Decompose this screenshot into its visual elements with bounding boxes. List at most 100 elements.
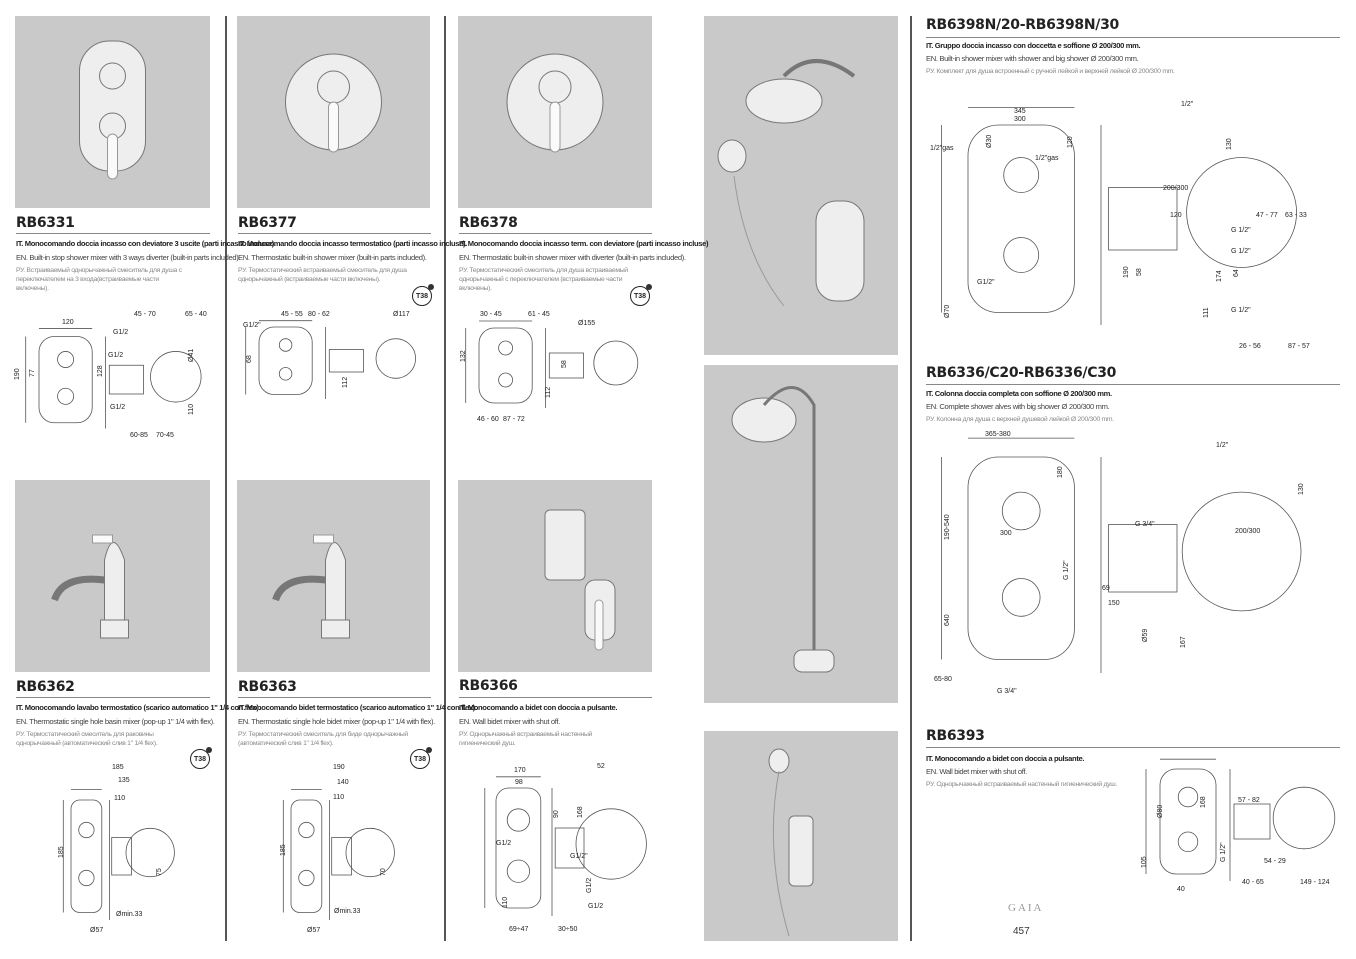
product-photo	[704, 365, 898, 703]
dimension-label: 75	[156, 868, 163, 876]
product-code: RB6362	[16, 679, 75, 695]
technical-drawing	[25, 328, 202, 429]
product-photo	[704, 731, 898, 941]
dimension-label: 45 - 70	[134, 311, 156, 318]
dimension-label: 190	[1123, 266, 1130, 278]
dimension-label: 1/2"	[1181, 101, 1194, 108]
dimension-label: 110	[114, 795, 126, 802]
dimension-label: 120	[1067, 136, 1074, 148]
dimension-label: 112	[545, 386, 552, 398]
technical-drawing	[62, 789, 175, 920]
description-it: IT. Monocomando a bidet con doccia a pul…	[459, 703, 618, 712]
dimension-label: 190	[333, 764, 345, 771]
product-code: RB6363	[238, 679, 297, 695]
title-rule	[926, 384, 1340, 385]
description-ru: РУ. Термостатический встраиваемый смесит…	[238, 267, 407, 283]
thermostatic-badge: T38	[190, 747, 212, 769]
dimension-label: 70-45	[156, 432, 174, 439]
dimension-label: Ø155	[578, 320, 596, 327]
dimension-label: G 1/2"	[1231, 307, 1251, 314]
dimension-label: 365-380	[985, 431, 1011, 438]
technical-drawing	[465, 320, 639, 408]
dimension-label: G 1/2"	[1220, 842, 1227, 862]
dimension-label: 70	[380, 868, 387, 876]
dimension-label: 52	[597, 763, 605, 770]
dimension-label: G 3/4"	[997, 688, 1017, 695]
description-ru: РУ. Комплект для душа встроенный с ручно…	[926, 68, 1175, 75]
thermostatic-badge: T38	[410, 747, 432, 769]
description-it: IT. Monocomando a bidet con doccia a pul…	[926, 754, 1085, 763]
dimension-label: 190-540	[944, 514, 951, 540]
dimension-label: 63 - 33	[1285, 212, 1307, 219]
page-number: 457	[1013, 926, 1030, 937]
title-rule	[16, 233, 210, 234]
description-ru: РУ. Колонна для душа с верхней душевой л…	[926, 416, 1114, 423]
description-en: EN. Thermostatic single hole basin mixer…	[16, 717, 215, 726]
technical-drawing	[282, 789, 395, 920]
dimension-label: G1/2"	[243, 322, 261, 329]
product-code: RB6377	[238, 215, 297, 231]
dimension-label: 90	[553, 810, 560, 818]
description-ru: РУ. Однорычажный встраиваемый настенный …	[459, 731, 593, 747]
dimension-label: 69	[1102, 585, 1110, 592]
dimension-label: 300	[1000, 530, 1012, 537]
dimension-label: 174	[1216, 270, 1223, 282]
product-photo	[237, 16, 430, 208]
description-en: EN. Wall bidet mixer with shut off.	[926, 767, 1027, 776]
dimension-label: 128	[97, 365, 104, 377]
description-it: IT. Monocomando bidet termostatico (scar…	[238, 703, 477, 712]
dimension-label: 80 - 62	[308, 311, 330, 318]
description-en: EN. Thermostatic built-in shower mixer w…	[459, 253, 686, 262]
description-en: EN. Thermostatic built-in shower mixer (…	[238, 253, 427, 262]
title-rule	[459, 233, 652, 234]
dimension-label: 65-80	[934, 676, 952, 683]
dimension-label: 58	[561, 360, 568, 368]
product-code: RB6331	[16, 215, 75, 231]
dimension-label: G1/2	[586, 877, 593, 893]
dimension-label: Ø41	[188, 348, 195, 362]
description-ru: РУ. Термостатический смеситель для раков…	[16, 731, 158, 747]
dimension-label: 26 - 56	[1239, 343, 1261, 350]
title-rule	[459, 697, 652, 698]
dimension-label: 30÷50	[558, 926, 578, 933]
dimension-label: Ø57	[90, 927, 104, 934]
product-code: RB6398N/20-RB6398N/30	[926, 17, 1119, 33]
dimension-label: 132	[460, 350, 467, 362]
dimension-label: 30 - 45	[480, 311, 502, 318]
dimension-label: 168	[577, 806, 584, 818]
column-divider	[444, 16, 446, 941]
description-en: EN. Thermostatic single hole bidet mixer…	[238, 717, 435, 726]
dimension-label: 170	[514, 767, 526, 774]
dimension-label: Ø80	[1157, 804, 1164, 818]
dimension-label: 46 - 60	[477, 416, 499, 423]
product-photo	[15, 480, 210, 672]
product-code: RB6378	[459, 215, 518, 231]
dimension-label: 68	[246, 355, 253, 363]
dimension-label: 150	[1108, 600, 1120, 607]
dimension-label: 185	[112, 764, 124, 771]
technical-drawing	[940, 107, 1298, 325]
dimension-label: 1/2"gas	[930, 145, 954, 152]
dimension-label: Ø70	[944, 304, 951, 318]
dimension-label: 65 - 40	[185, 311, 207, 318]
title-rule	[238, 697, 431, 698]
technical-drawing	[1145, 758, 1336, 881]
column-divider	[225, 16, 227, 941]
technical-drawing	[245, 320, 416, 399]
dimension-label: 200/300	[1163, 185, 1189, 192]
dimension-label: Ø57	[307, 927, 321, 934]
dimension-label: 345	[1014, 108, 1026, 115]
dimension-label: 110	[333, 794, 345, 801]
dimension-label: G1/2	[110, 404, 126, 411]
description-en: EN. Complete shower alves with big showe…	[926, 402, 1110, 411]
product-photo	[458, 16, 652, 208]
dimension-label: G1/2	[588, 903, 604, 910]
dimension-label: 110	[188, 403, 195, 415]
product-photo	[458, 480, 652, 672]
dimension-label: 640	[944, 614, 951, 626]
product-photo	[704, 16, 898, 355]
dimension-label: 60-85	[130, 432, 148, 439]
dimension-label: 1/2"gas	[1035, 155, 1059, 162]
dimension-label: Ø59	[1142, 628, 1149, 642]
dimension-label: 54 - 29	[1264, 858, 1286, 865]
